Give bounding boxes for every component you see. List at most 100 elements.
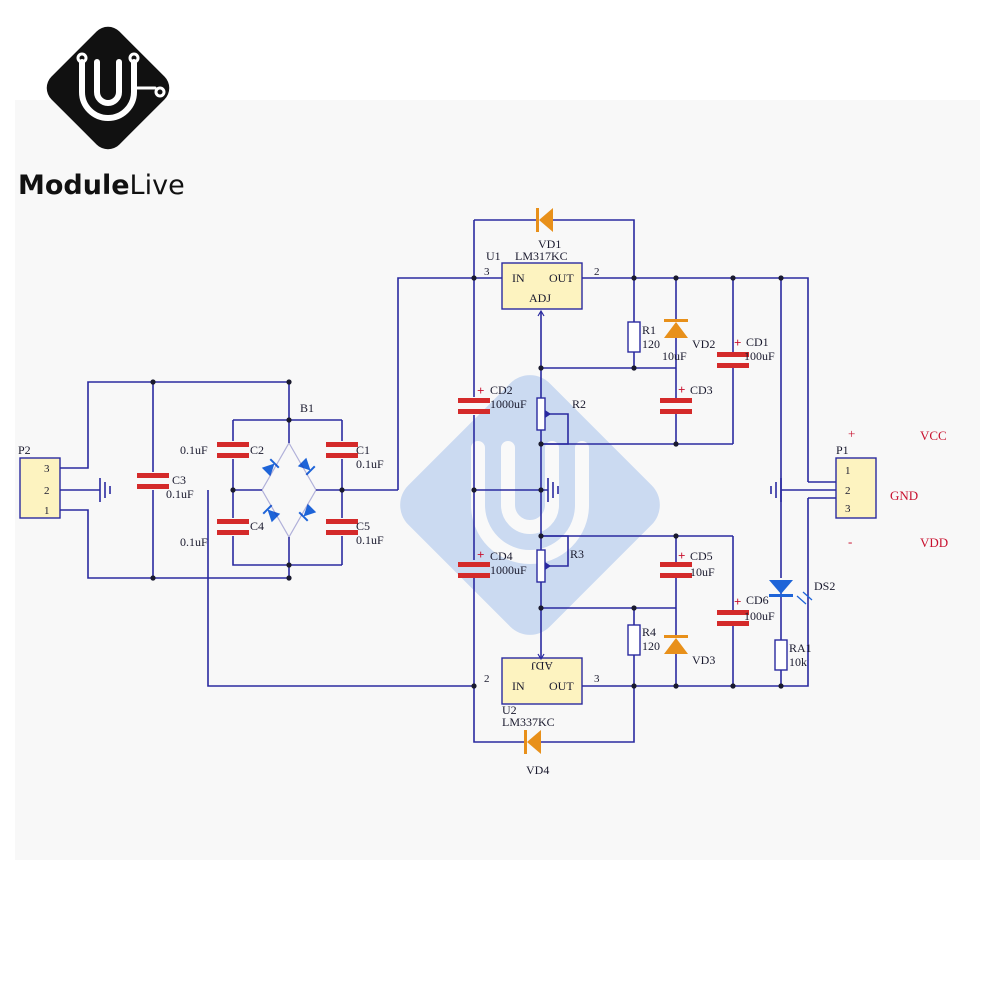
potentiometer-r3-wiper-icon xyxy=(545,562,551,570)
junction xyxy=(471,275,477,281)
junction xyxy=(631,275,637,281)
regulator-u1-pin-out: OUT xyxy=(549,271,574,285)
connector-p2-pin: 3 xyxy=(44,463,50,475)
capacitor-c5-plate xyxy=(326,530,358,535)
capacitor-cd2-ref: CD2 xyxy=(490,383,513,397)
capacitor-cd5-plate xyxy=(660,562,692,567)
junction xyxy=(286,562,292,568)
diode-vd1-icon xyxy=(539,208,553,232)
potentiometer-r3: R3 xyxy=(536,547,584,583)
regulator-u2-pin-in: IN xyxy=(512,679,525,693)
ground-right xyxy=(770,478,782,502)
capacitor-cd2-plate xyxy=(458,409,490,414)
capacitor-cd6-ref: CD6 xyxy=(746,593,769,607)
capacitor-cd6-value: 100uF xyxy=(744,609,775,623)
resistor-ra1-body xyxy=(774,639,788,671)
capacitor-cd2-plate xyxy=(458,398,490,403)
junction xyxy=(778,683,784,689)
capacitor-c2-ref: C2 xyxy=(250,443,264,457)
capacitor-c3-value: 0.1uF xyxy=(166,487,194,501)
junction xyxy=(286,575,292,581)
capacitor-cd3-plate xyxy=(660,398,692,403)
wiring xyxy=(60,219,836,743)
capacitor-c5-plate xyxy=(326,519,358,524)
capacitor-cd1: + CD1 100uF xyxy=(717,335,775,368)
junction xyxy=(730,683,736,689)
diode-vd4: VD4 xyxy=(524,730,549,777)
capacitor-c3: C3 0.1uF xyxy=(137,473,194,501)
bridge-diode-icon xyxy=(297,457,316,476)
potentiometer-r3-body xyxy=(536,549,546,583)
diode-vd1: VD1 xyxy=(536,208,561,251)
resistor-r1-value: 120 xyxy=(642,337,660,351)
diode-vd4-ref: VD4 xyxy=(526,763,549,777)
potentiometer-r2-ref: R2 xyxy=(572,397,586,411)
capacitor-cd4: + CD4 1000uF xyxy=(458,547,527,578)
resistor-r4: R4 120 xyxy=(627,624,660,656)
resistor-r4-value: 120 xyxy=(642,639,660,653)
capacitor-c4-plate xyxy=(217,530,249,535)
resistor-r1: R1 120 xyxy=(627,321,660,353)
capacitor-cd3: + CD3 10uF xyxy=(660,349,713,414)
capacitor-cd4-value: 1000uF xyxy=(490,563,527,577)
regulator-u1-part: LM317KC xyxy=(515,249,568,263)
junction xyxy=(286,417,292,423)
regulator-u2-body xyxy=(501,657,583,705)
connector-p2-pin: 2 xyxy=(44,485,50,497)
capacitor-cd5-value: 10uF xyxy=(690,565,715,579)
connector-p1-pin: 2 xyxy=(845,485,851,497)
brand-logo: ModuleLive xyxy=(18,26,185,201)
bridge-ref: B1 xyxy=(300,401,314,415)
junction xyxy=(631,683,637,689)
bridge-diode-icon xyxy=(261,458,280,477)
junction xyxy=(538,365,544,371)
capacitor-c5-value: 0.1uF xyxy=(356,533,384,547)
potentiometer-r3-ref: R3 xyxy=(570,547,584,561)
capacitor-cd1-value: 100uF xyxy=(744,349,775,363)
capacitor-c2-plate xyxy=(217,453,249,458)
junction xyxy=(538,487,544,493)
junction xyxy=(673,275,679,281)
junction xyxy=(631,605,637,611)
regulator-u1-pin-adj: ADJ xyxy=(529,291,551,305)
resistor-r1-body xyxy=(627,321,641,353)
capacitor-c2-plate xyxy=(217,442,249,447)
resistor-ra1: RA1 10k xyxy=(774,639,812,671)
capacitor-c1: C1 0.1uF xyxy=(326,442,384,471)
junction xyxy=(673,441,679,447)
output-vcc-label: VCC xyxy=(920,428,947,443)
output-vdd-label: VDD xyxy=(920,535,948,550)
capacitor-c3-plate xyxy=(137,473,169,478)
capacitor-c4-value: 0.1uF xyxy=(180,535,208,549)
potentiometer-r2: R2 xyxy=(536,397,586,431)
regulator-u2-pin-num-out: 3 xyxy=(594,673,600,685)
junction xyxy=(286,379,292,385)
potentiometer-r2-wiper-icon xyxy=(545,410,551,418)
led-ds2: DS2 xyxy=(769,579,835,605)
connector-p2-body xyxy=(19,457,61,519)
resistor-r4-body xyxy=(627,624,641,656)
junction xyxy=(150,379,156,385)
schematic-paper xyxy=(15,100,980,860)
junction xyxy=(673,533,679,539)
resistor-ra1-ref: RA1 xyxy=(789,641,812,655)
regulator-u2: ADJ IN OUT 2 3 U2 LM337KC xyxy=(484,657,600,729)
led-ds2-bar xyxy=(769,594,793,597)
brand-name-light: Live xyxy=(130,170,185,201)
diode-vd3-ref: VD3 xyxy=(692,653,715,667)
regulator-u2-pin-adj: ADJ xyxy=(531,659,553,673)
brand-text: ModuleLive xyxy=(18,170,185,201)
capacitor-cd4-ref: CD4 xyxy=(490,549,513,563)
capacitor-cd2-value: 1000uF xyxy=(490,397,527,411)
regulator-u2-pin-num-in: 2 xyxy=(484,673,490,685)
led-ds2-ref: DS2 xyxy=(814,579,835,593)
capacitor-c4-ref: C4 xyxy=(250,519,264,533)
capacitor-cd5-plate xyxy=(660,573,692,578)
connector-p1-body xyxy=(835,457,877,519)
connector-p2-pin: 1 xyxy=(44,505,50,517)
junction xyxy=(673,683,679,689)
junction xyxy=(471,683,477,689)
junctions xyxy=(150,275,784,689)
junction xyxy=(150,575,156,581)
